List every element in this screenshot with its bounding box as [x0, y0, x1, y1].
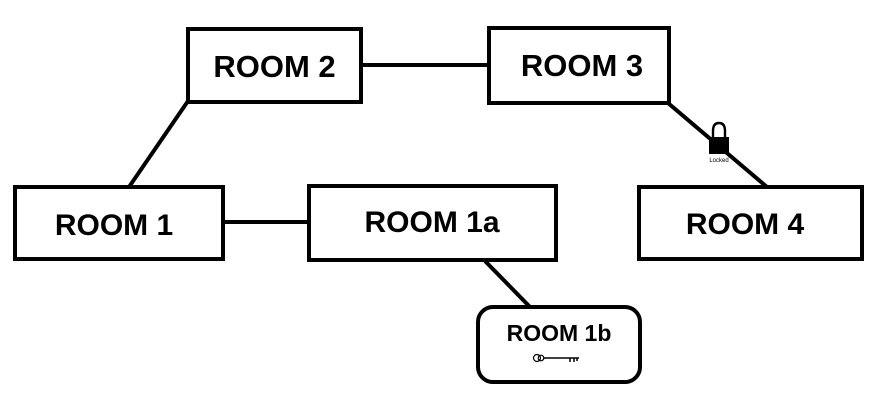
room-4-label: ROOM 4	[686, 208, 805, 241]
room-1b-node: ROOM 1b	[476, 305, 642, 384]
key-icon	[532, 353, 579, 363]
padlock-icon: Locked	[709, 121, 729, 164]
connector-room1-room2	[127, 99, 190, 189]
room-1-label: ROOM 1	[55, 209, 173, 242]
room-1a-node: ROOM 1a	[307, 184, 558, 262]
room-2-node: ROOM 2	[186, 27, 363, 104]
room-4-node: ROOM 4	[637, 185, 864, 261]
room-1b-label: ROOM 1b	[507, 320, 612, 346]
connector-room1a-room1b	[483, 259, 532, 309]
room-1-node: ROOM 1	[13, 185, 225, 261]
room-3-node: ROOM 3	[487, 26, 671, 105]
locked-label: Locked	[709, 158, 728, 164]
room-2-label: ROOM 2	[213, 49, 335, 84]
room-1a-label: ROOM 1a	[364, 206, 499, 239]
room-3-label: ROOM 3	[521, 48, 643, 83]
